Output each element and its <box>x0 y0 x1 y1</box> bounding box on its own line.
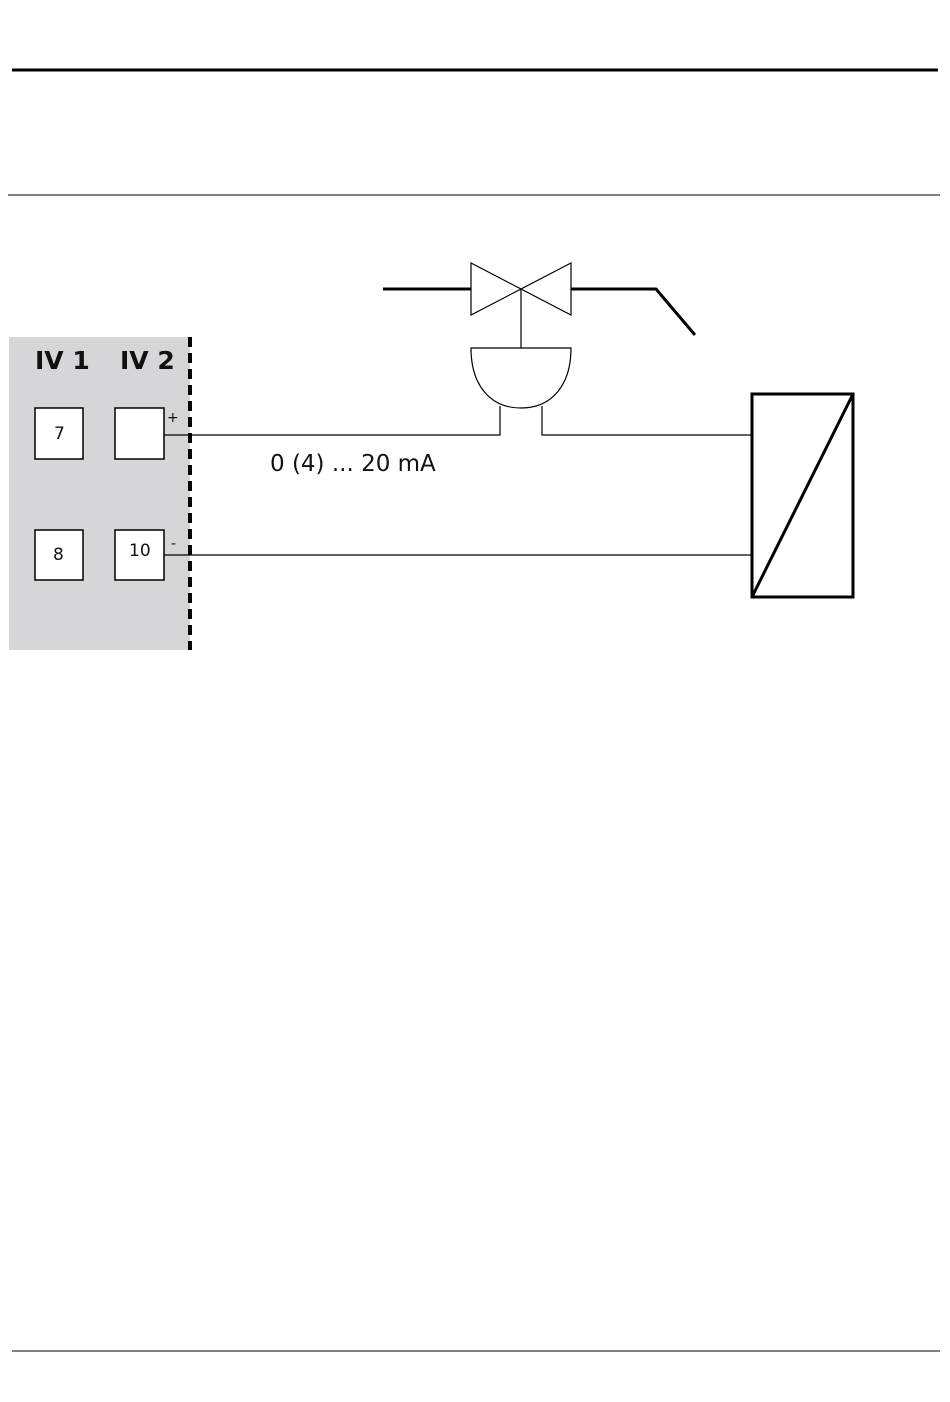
terminal-iv2-bottom-label: 10 <box>129 541 151 561</box>
pipe-right <box>571 289 695 335</box>
minus-sign: - <box>171 536 176 552</box>
actuator-icon <box>471 348 571 408</box>
terminal-iv2-bottom: 10 <box>115 530 164 580</box>
terminal-block: IV 1 IV 2 7 8 10 + - <box>9 337 190 650</box>
terminal-iv1-top: 7 <box>35 408 83 459</box>
valve-icon <box>383 263 695 348</box>
wire-actuator-to-converter <box>542 406 752 435</box>
terminal-iv1-bottom-label: 8 <box>53 545 64 565</box>
terminal-iv1-bottom: 8 <box>35 530 83 580</box>
wiring <box>164 406 752 555</box>
terminal-iv2-top <box>115 408 164 459</box>
converter-icon <box>752 394 853 597</box>
terminal-iv1-top-label: 7 <box>54 424 65 444</box>
iv2-label: IV 2 <box>120 346 175 375</box>
iv1-label: IV 1 <box>35 346 90 375</box>
signal-label: 0 (4) ... 20 mA <box>270 451 436 477</box>
plus-sign: + <box>167 410 179 426</box>
valve-body-right <box>521 263 571 315</box>
wire-plus <box>164 406 500 435</box>
terminal-block-background <box>9 337 190 650</box>
valve-body-left <box>471 263 521 315</box>
actuator-dome <box>471 348 571 408</box>
